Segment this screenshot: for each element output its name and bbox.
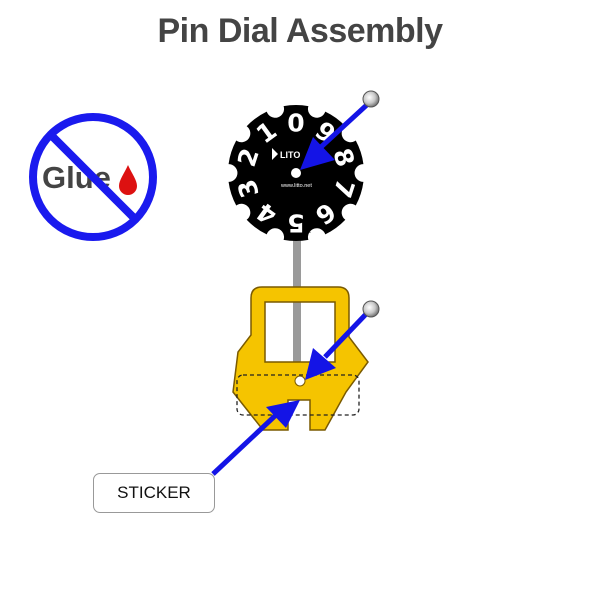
diagram-title: Pin Dial Assembly	[157, 12, 443, 50]
dial-brand: LITO	[280, 150, 300, 160]
pin-holder	[232, 286, 369, 431]
pin-icon	[362, 300, 380, 318]
sticker-area	[236, 374, 360, 416]
sticker-arrow	[211, 400, 300, 476]
no-glue-sign: Glue	[29, 113, 157, 241]
pin-icon	[362, 90, 380, 108]
dial-digit-0: 0	[287, 109, 304, 138]
dial-url: www.litto.net	[280, 183, 312, 189]
dial-center-hole	[291, 168, 301, 178]
dial-digit-5: 5	[287, 209, 304, 238]
sticker-callout: STICKER	[93, 473, 215, 513]
dial-logo: LITO www.litto.net	[272, 148, 312, 189]
no-sign-slash	[48, 132, 138, 222]
glue-drop-icon	[119, 165, 137, 195]
pin-top	[300, 90, 380, 170]
pin-bottom	[305, 300, 380, 380]
pin-hole	[294, 375, 306, 387]
